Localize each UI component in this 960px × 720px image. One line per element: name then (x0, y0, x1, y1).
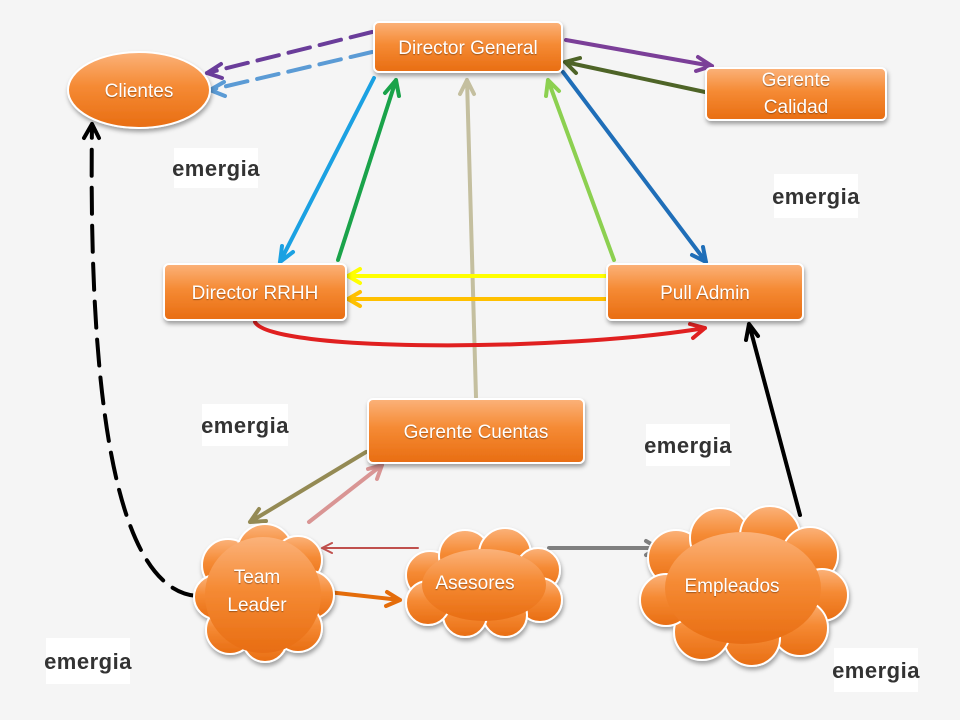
node-pull-admin-label: Pull Admin (660, 283, 750, 304)
arrow-rrhh-to-pull-red (253, 320, 707, 348)
svg-text:emergia: emergia (201, 413, 289, 438)
arrow-teamleader-to-cuentas (307, 463, 384, 524)
node-clientes-label: Clientes (105, 81, 174, 102)
arrow-rrhh-to-dg (336, 78, 401, 262)
node-director-rrhh-label: Director RRHH (192, 283, 319, 304)
arrow-teamleader-to-asesores (326, 590, 402, 608)
node-team-leader-label-2: Leader (227, 595, 287, 616)
arrow-pull-to-rrhh-yellow (346, 267, 608, 285)
arrow-pull-to-rrhh-gold (346, 290, 608, 308)
arrow-asesores-to-teamleader (321, 542, 419, 554)
arrow-calidad-to-dg (563, 56, 707, 94)
node-asesores[interactable] (405, 527, 563, 638)
node-team-leader[interactable] (193, 523, 335, 663)
arrow-dg-to-rrhh (278, 76, 376, 264)
svg-text:emergia: emergia (832, 658, 920, 683)
emergia-logo-5: emergia (44, 638, 132, 684)
node-gerente-cuentas-label: Gerente Cuentas (404, 422, 549, 443)
node-team-leader-label-1: Team (234, 567, 280, 588)
emergia-logo-6: emergia (832, 648, 920, 692)
arrow-asesores-to-empleados (547, 539, 660, 557)
svg-text:emergia: emergia (772, 184, 860, 209)
svg-text:emergia: emergia (644, 433, 732, 458)
node-director-general[interactable]: Director General (373, 21, 563, 73)
node-director-rrhh[interactable]: Director RRHH (163, 263, 347, 321)
node-gerente-calidad-label-2: Calidad (764, 97, 828, 118)
node-empleados[interactable] (639, 505, 849, 667)
arrow-cuentas-to-teamleader (248, 450, 368, 524)
arrow-dg-to-clientes-purple (205, 30, 374, 80)
node-gerente-calidad-label-1: Gerente (762, 70, 831, 91)
arrow-empleados-to-pull (744, 322, 802, 517)
node-clientes[interactable]: Clientes (67, 51, 211, 129)
node-director-general-label: Director General (398, 38, 537, 59)
node-gerente-cuentas[interactable]: Gerente Cuentas (367, 398, 585, 464)
node-gerente-calidad[interactable]: Gerente Calidad (705, 67, 887, 121)
emergia-logo-3: emergia (201, 404, 289, 446)
svg-text:emergia: emergia (172, 156, 260, 181)
arrows (82, 30, 802, 608)
node-pull-admin[interactable]: Pull Admin (606, 263, 804, 321)
arrow-cuentas-to-dg (458, 78, 478, 399)
node-empleados-label: Empleados (684, 576, 779, 597)
arrow-dg-to-clientes-blue (208, 50, 374, 98)
emergia-logo-2: emergia (772, 174, 860, 218)
arrow-pull-to-dg (544, 78, 616, 262)
arrow-teamleader-to-clientes (82, 122, 199, 598)
arrow-dg-to-pull (561, 70, 708, 264)
node-asesores-label: Asesores (435, 573, 514, 594)
arrow-dg-to-calidad (564, 38, 714, 73)
logo-watermarks: emergia emergia emergia emergia emergia … (44, 148, 920, 692)
emergia-logo-4: emergia (644, 424, 732, 466)
emergia-logo-1: emergia (172, 148, 260, 188)
svg-text:emergia: emergia (44, 649, 132, 674)
